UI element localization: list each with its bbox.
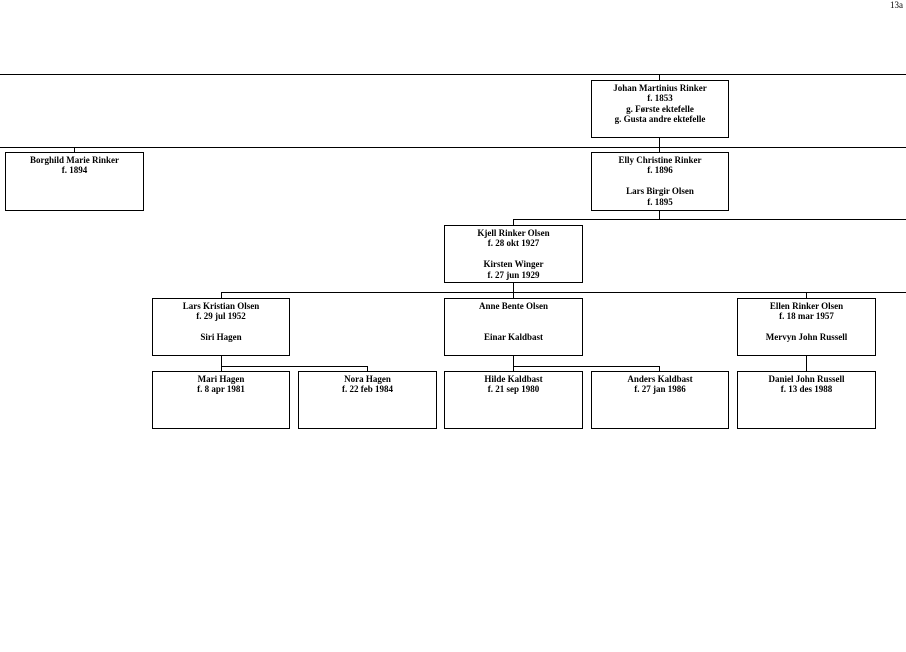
person-name: Lars Kristian Olsen <box>182 301 260 311</box>
spouse-name: Kirsten Winger <box>483 259 544 270</box>
connector-ellen-down <box>806 355 807 371</box>
person-name: Anders Kaldbast <box>627 374 693 384</box>
anne-children-line <box>513 366 659 367</box>
person-birth: f. 21 sep 1980 <box>487 384 540 395</box>
person-box-kjell[interactable]: Kjell Rinker Olsen f. 28 okt 1927 Kirste… <box>444 225 583 283</box>
connector-borghild <box>74 147 75 152</box>
person-box-anders[interactable]: Anders Kaldbast f. 27 jan 1986 <box>591 371 729 429</box>
person-birth: f. 1896 <box>647 165 673 176</box>
person-birth: f. 22 feb 1984 <box>342 384 393 395</box>
connector-anne-down <box>513 355 514 366</box>
person-box-daniel[interactable]: Daniel John Russell f. 13 des 1988 <box>737 371 876 429</box>
person-box-anne[interactable]: Anne Bente Olsen Einar Kaldbast <box>444 298 583 356</box>
spouse-name: Einar Kaldbast <box>483 332 544 343</box>
person-box-borghild[interactable]: Borghild Marie Rinker f. 1894 <box>5 152 144 211</box>
connector-kjell <box>513 219 514 225</box>
person-box-lars[interactable]: Lars Kristian Olsen f. 29 jul 1952 Siri … <box>152 298 290 356</box>
generation-2-line <box>0 147 906 148</box>
person-name: Johan Martinius Rinker <box>613 83 707 93</box>
person-birth: f. 1853 <box>647 93 673 104</box>
person-box-elly[interactable]: Elly Christine Rinker f. 1896 Lars Birgi… <box>591 152 729 211</box>
generation-4-line <box>221 292 906 293</box>
generation-1-line <box>0 74 906 75</box>
person-birth: f. 18 mar 1957 <box>779 311 834 322</box>
person-birth: f. 29 jul 1952 <box>196 311 246 322</box>
connector-nora <box>367 366 368 371</box>
spouse-name: Siri Hagen <box>200 332 242 343</box>
connector-johan-down <box>659 137 660 147</box>
person-name: Ellen Rinker Olsen <box>769 301 844 311</box>
person-name: Elly Christine Rinker <box>618 155 702 165</box>
person-name: Hilde Kaldbast <box>484 374 543 384</box>
person-box-johan[interactable]: Johan Martinius Rinker f. 1853 g. Første… <box>591 80 729 138</box>
connector-anne <box>513 292 514 298</box>
connector-anders <box>659 366 660 371</box>
person-box-hilde[interactable]: Hilde Kaldbast f. 21 sep 1980 <box>444 371 583 429</box>
spouse-name: Lars Birgir Olsen <box>626 186 694 197</box>
person-name: Mari Hagen <box>197 374 245 384</box>
person-name: Nora Hagen <box>344 374 391 384</box>
person-box-ellen[interactable]: Ellen Rinker Olsen f. 18 mar 1957 Mervyn… <box>737 298 876 356</box>
connector-lars <box>221 292 222 298</box>
page-number: 13a <box>890 0 903 10</box>
person-birth: f. 13 des 1988 <box>780 384 833 395</box>
person-box-mari[interactable]: Mari Hagen f. 8 apr 1981 <box>152 371 290 429</box>
spouse-birth: f. 1895 <box>647 196 673 207</box>
person-name: Daniel John Russell <box>768 374 845 384</box>
spouse-1: g. Første ektefelle <box>626 103 694 114</box>
connector-elly <box>659 147 660 152</box>
connector-kjell-down <box>513 282 514 292</box>
spouse-2: g. Gusta andre ektefelle <box>614 114 706 125</box>
person-birth: f. 27 jan 1986 <box>634 384 686 395</box>
spouse-name: Mervyn John Russell <box>765 332 848 343</box>
lars-children-line <box>221 366 367 367</box>
person-name: Borghild Marie Rinker <box>30 155 119 165</box>
person-box-nora[interactable]: Nora Hagen f. 22 feb 1984 <box>298 371 437 429</box>
person-name: Kjell Rinker Olsen <box>477 228 550 238</box>
connector-ellen <box>806 292 807 298</box>
spouse-birth: f. 27 jun 1929 <box>487 269 540 280</box>
connector-elly-down <box>659 210 660 219</box>
person-birth: f. 28 okt 1927 <box>487 238 540 249</box>
connector-lars-down <box>221 355 222 366</box>
connector-mari <box>221 366 222 371</box>
generation-3-line <box>513 219 906 220</box>
person-birth: f. 8 apr 1981 <box>197 384 245 395</box>
person-birth: f. 1894 <box>61 165 88 176</box>
person-name: Anne Bente Olsen <box>478 301 548 311</box>
connector-johan-up <box>659 74 660 80</box>
connector-hilde <box>513 366 514 371</box>
